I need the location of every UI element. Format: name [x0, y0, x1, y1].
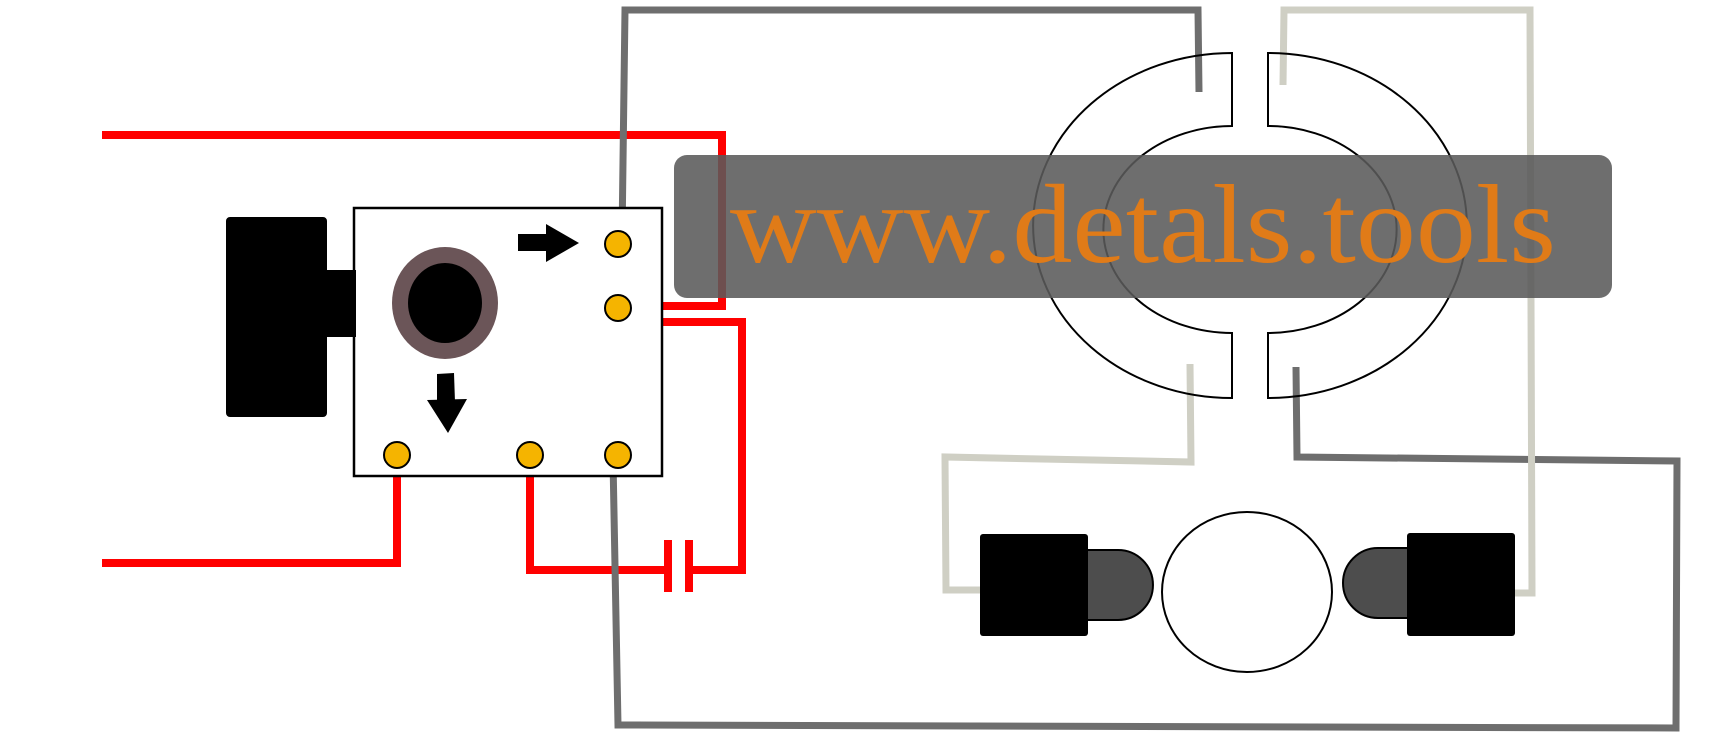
capacitor	[664, 540, 693, 592]
reversing-switch	[226, 206, 664, 478]
left-brush-holder	[980, 534, 1088, 636]
terminal-bottom-right	[604, 441, 632, 469]
watermark-band	[674, 155, 1612, 298]
right-brush-tip	[1342, 547, 1417, 619]
light-wiring	[941, 6, 1536, 597]
terminal-bottom-center	[516, 441, 544, 469]
switch-terminals	[383, 230, 632, 469]
field-to-right-brush-wire	[1279, 6, 1536, 597]
armature-assembly	[980, 511, 1515, 673]
watermark-text: www.detals.tools	[730, 163, 1556, 287]
arrow-right-icon	[518, 224, 579, 262]
left-brush	[980, 534, 1154, 636]
field-to-left-brush-wire	[941, 363, 1195, 594]
armature-commutator	[1161, 511, 1333, 673]
switch-to-frame-return-wire	[609, 366, 1681, 732]
capacitor-wire-right	[626, 318, 746, 574]
left-brush-tip	[1079, 549, 1154, 621]
knob-center	[408, 263, 482, 343]
power-input-wire-bottom	[102, 455, 401, 567]
switch-actuator-lever	[226, 217, 356, 417]
watermark: www.detals.tools	[674, 155, 1612, 298]
right-brush-holder	[1407, 533, 1515, 636]
terminal-middle-right	[604, 294, 632, 322]
terminal-bottom-left	[383, 441, 411, 469]
switch-to-field-top-wire	[618, 6, 1203, 239]
arrow-down-icon	[427, 373, 467, 433]
capacitor-wire-left	[526, 460, 665, 574]
right-brush	[1342, 533, 1515, 636]
dark-wiring	[609, 6, 1681, 732]
terminal-top-right	[604, 230, 632, 258]
switch-knob	[392, 247, 498, 359]
